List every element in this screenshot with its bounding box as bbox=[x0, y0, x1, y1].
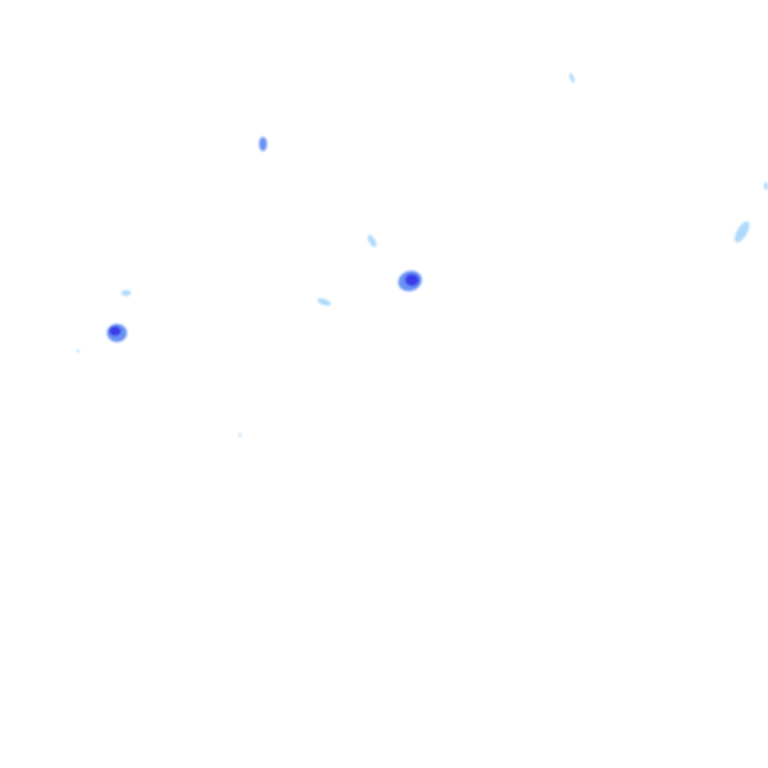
radar-echo-light bbox=[238, 433, 242, 437]
radar-echo-light bbox=[764, 182, 768, 190]
radar-echo-light bbox=[121, 290, 131, 296]
radar-echo-light bbox=[76, 349, 80, 353]
radar-echo-light bbox=[367, 234, 377, 248]
radar-echo-heavy bbox=[107, 324, 127, 342]
radar-echo-light-outer bbox=[76, 349, 80, 353]
radar-echo-light-outer bbox=[317, 298, 331, 306]
radar-echo-light-outer bbox=[121, 290, 131, 296]
radar-echo-light bbox=[317, 298, 331, 306]
radar-echo-heavy-core bbox=[405, 274, 419, 286]
radar-echo-medium-outer bbox=[259, 137, 267, 151]
radar-echo-heavy bbox=[398, 270, 422, 292]
radar-echo-layer bbox=[76, 73, 768, 437]
radar-echo-light bbox=[734, 221, 750, 243]
radar-echo-light-outer bbox=[238, 433, 242, 437]
radar-echo-light-outer bbox=[367, 234, 377, 248]
radar-echo-medium bbox=[259, 137, 267, 151]
radar-echo-light-outer bbox=[764, 182, 768, 190]
radar-echo-light-outer bbox=[734, 221, 750, 243]
radar-echo-heavy-core bbox=[109, 326, 121, 336]
radar-echo-light-outer bbox=[569, 73, 575, 83]
radar-echo-light bbox=[569, 73, 575, 83]
